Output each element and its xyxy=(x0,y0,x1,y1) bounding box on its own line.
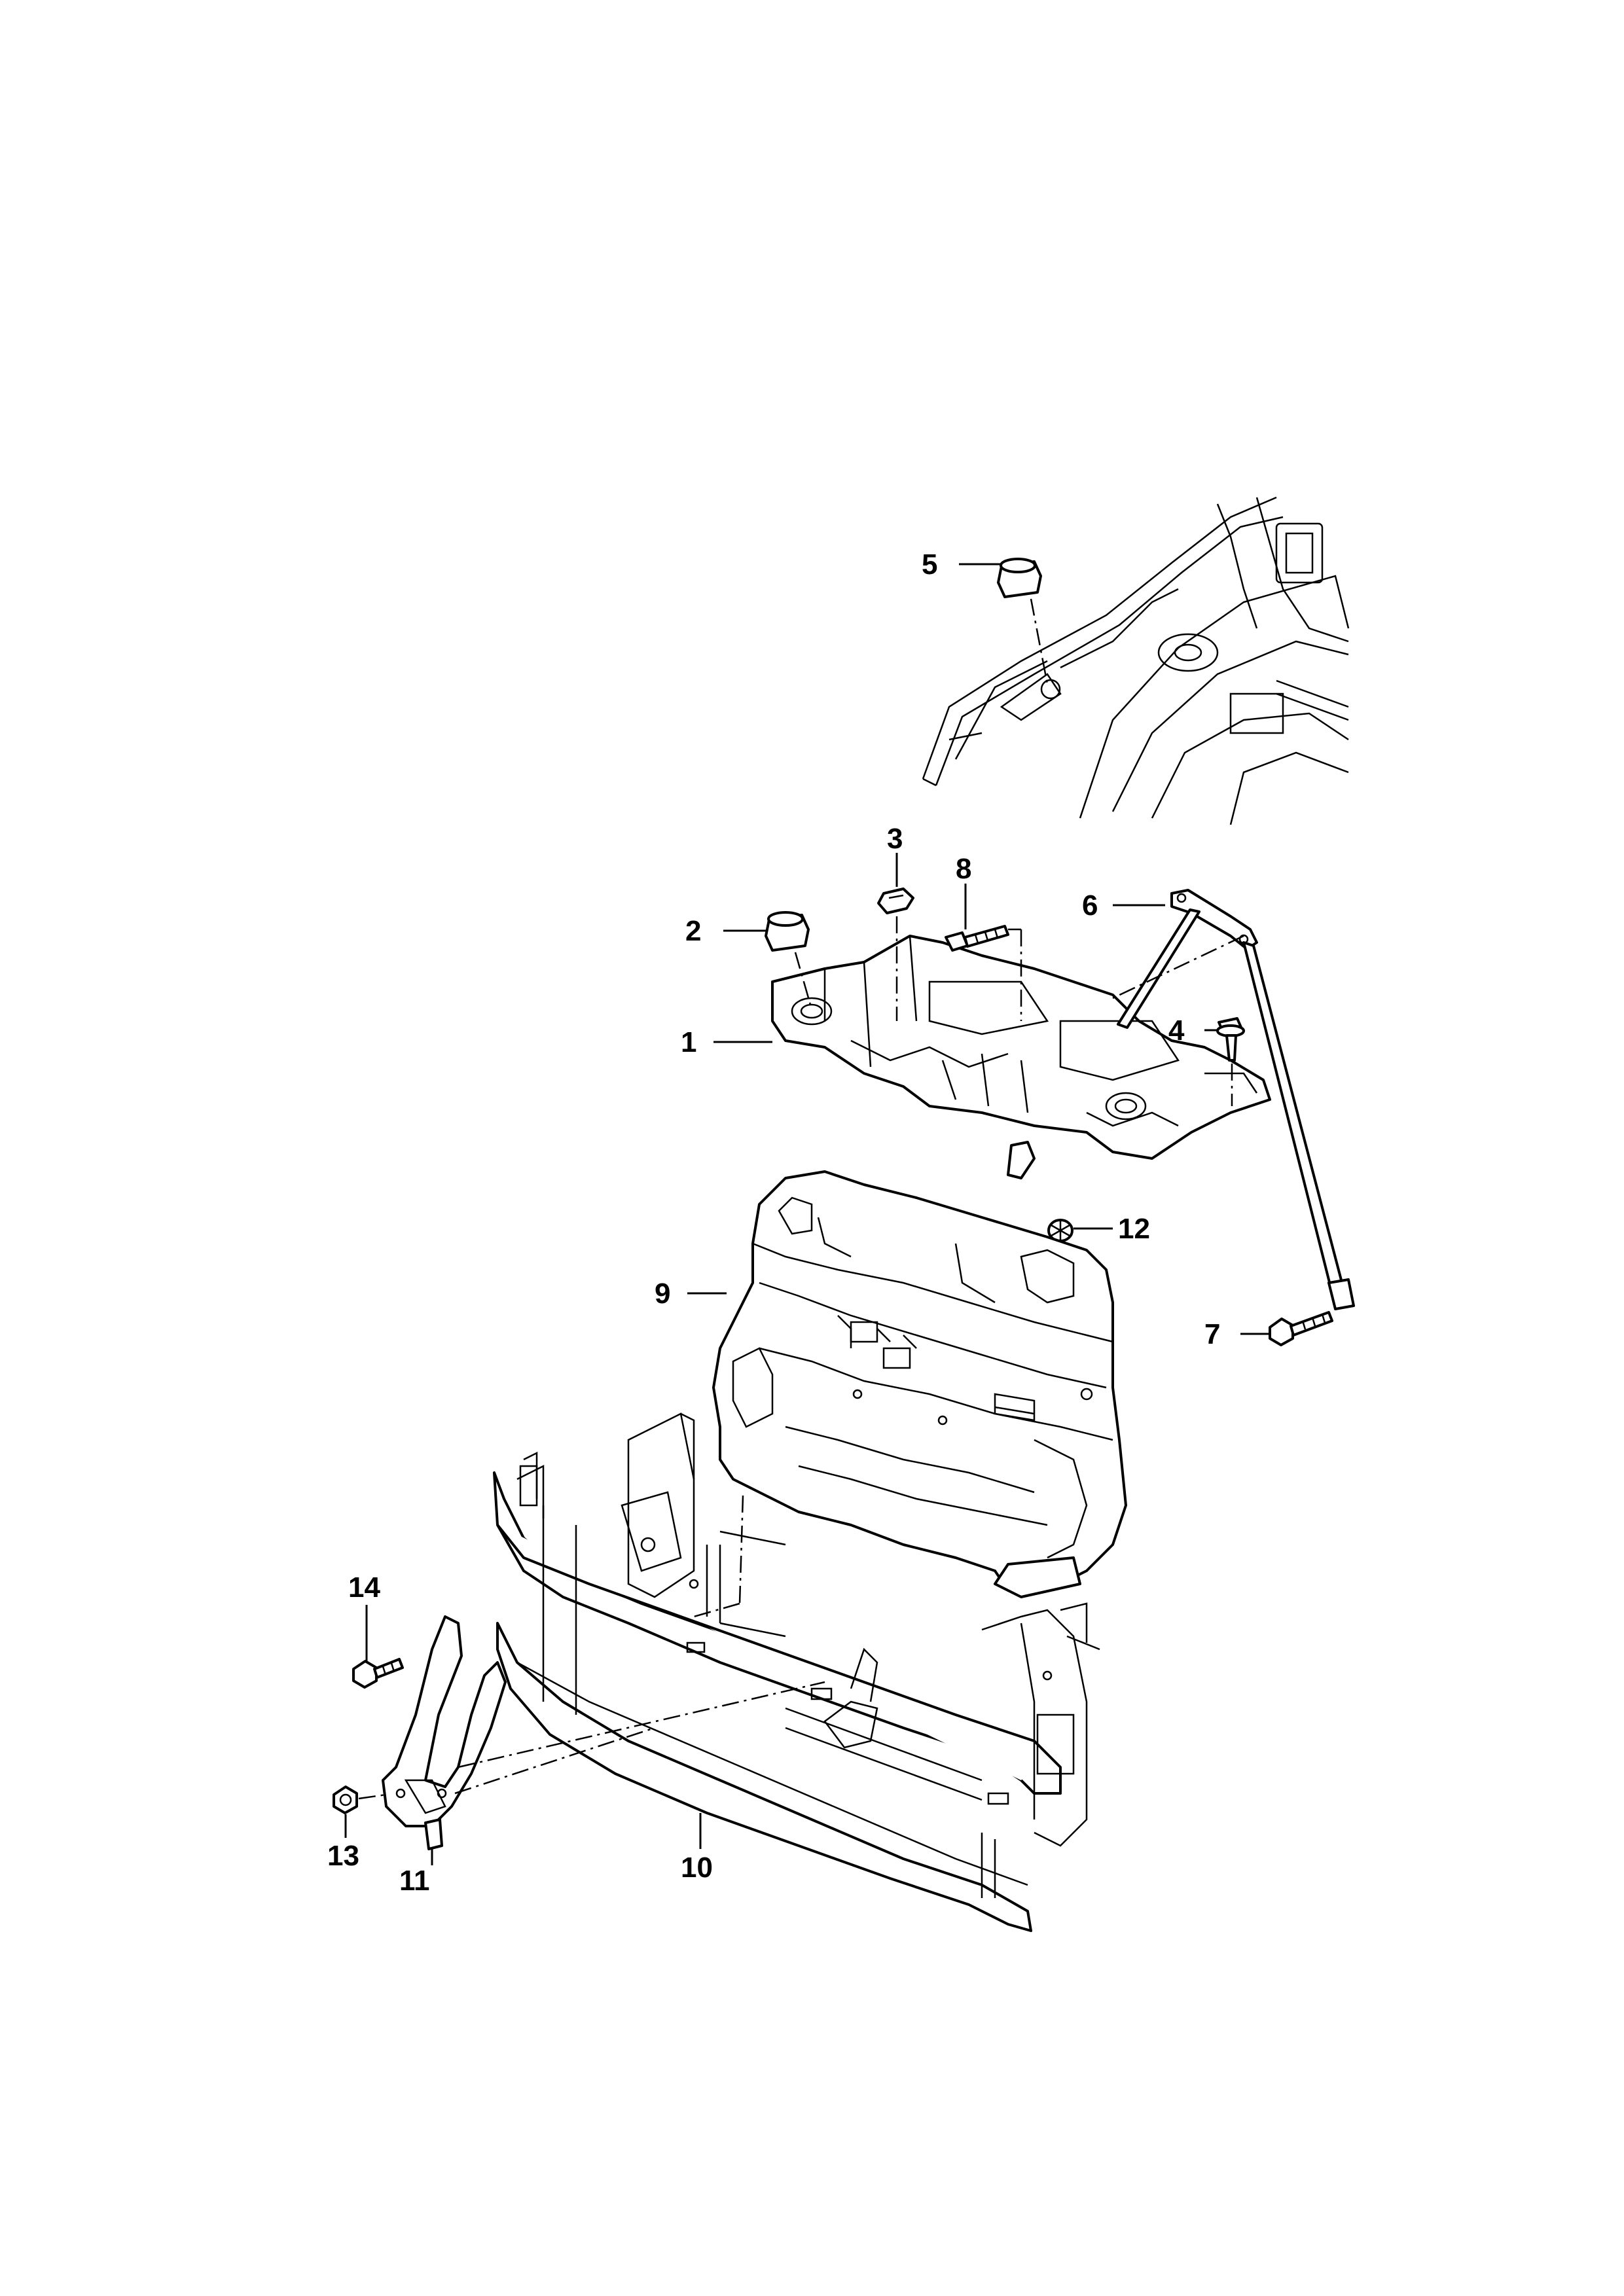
clip-part-12 xyxy=(1047,1219,1074,1257)
callout-12: 12 xyxy=(1118,1213,1150,1245)
callout-2: 2 xyxy=(685,915,701,947)
callout-13: 13 xyxy=(327,1840,359,1872)
callout-14: 14 xyxy=(348,1571,380,1604)
plug-part-2 xyxy=(765,911,812,1005)
callout-4: 4 xyxy=(1168,1014,1185,1047)
callout-9: 9 xyxy=(655,1278,670,1310)
air-guide-housing-part-9 xyxy=(693,1170,1127,1618)
cross-member-part-10 xyxy=(493,1412,1100,1932)
callout-3: 3 xyxy=(887,823,903,855)
bolt-part-14 xyxy=(352,1658,404,1689)
screw-part-7 xyxy=(1269,1311,1333,1346)
leader-lines xyxy=(344,563,1270,1865)
callout-10: 10 xyxy=(681,1852,713,1884)
body-structure-inset xyxy=(922,496,1350,825)
callout-6: 6 xyxy=(1082,889,1098,922)
nut-part-13 xyxy=(333,1785,387,1814)
bolt-part-8 xyxy=(945,925,1022,1021)
callout-1: 1 xyxy=(681,1026,696,1058)
callout-5: 5 xyxy=(922,548,937,581)
callout-labels: 5 3 8 2 6 4 1 12 9 7 14 13 11 10 xyxy=(327,548,1220,1897)
callout-7: 7 xyxy=(1204,1318,1220,1350)
callout-8: 8 xyxy=(956,853,971,885)
bracket-part-11 xyxy=(382,1615,825,1850)
clip-part-3 xyxy=(877,888,914,1021)
screw-part-4 xyxy=(1216,1017,1245,1106)
strut-part-6 xyxy=(1112,889,1355,1310)
callout-11: 11 xyxy=(399,1865,430,1897)
